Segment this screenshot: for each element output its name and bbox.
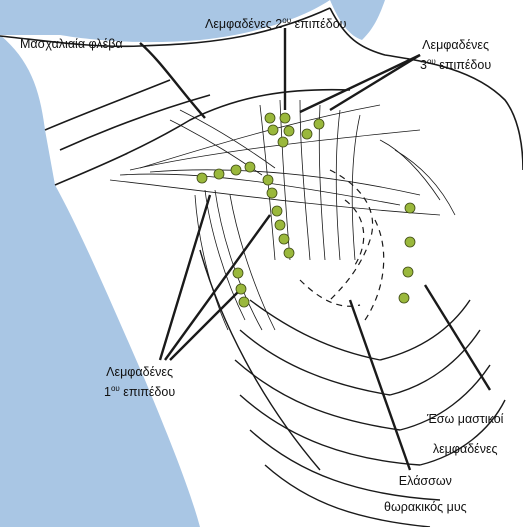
- lymph-node: [236, 284, 246, 294]
- background-left: [0, 35, 200, 527]
- label-axillary-vein: Μασχαλιαία φλέβα: [20, 34, 123, 54]
- pointer-level3-b: [330, 55, 420, 110]
- lymph-node: [279, 234, 289, 244]
- pointer-level1-c: [170, 290, 240, 360]
- label-level2-nodes: Λεμφαδένες 2ου επιπέδου: [205, 14, 346, 34]
- lymph-node: [405, 237, 415, 247]
- lymph-node: [405, 203, 415, 213]
- lymph-node: [265, 113, 275, 123]
- lymph-node: [214, 169, 224, 179]
- label-level1-nodes: Λεμφαδένες 1ου επιπέδου: [104, 362, 175, 402]
- label-internal-mammary-nodes: Έσω μαστικοί λεμφαδένες: [427, 404, 503, 464]
- lymph-node: [231, 165, 241, 175]
- pointer-level1-a: [160, 195, 210, 360]
- lymph-node: [272, 206, 282, 216]
- pectoralis-minor-outline: [300, 170, 384, 320]
- label-pectoralis-minor: Ελάσσων θωρακικός μυς: [384, 468, 467, 520]
- pointer-internal-mammary: [425, 285, 490, 390]
- lymph-node: [280, 113, 290, 123]
- lymph-node: [302, 129, 312, 139]
- lymph-node: [233, 268, 243, 278]
- lymph-node: [284, 248, 294, 258]
- lymph-node: [403, 267, 413, 277]
- lymph-node: [278, 137, 288, 147]
- pointer-pectoralis-minor: [350, 300, 410, 470]
- lymph-node: [284, 126, 294, 136]
- lymph-node: [275, 220, 285, 230]
- lymph-node: [239, 297, 249, 307]
- lymph-node: [263, 175, 273, 185]
- lymph-node: [314, 119, 324, 129]
- lymph-node: [268, 125, 278, 135]
- pointer-level3-a: [300, 55, 420, 112]
- label-level3-nodes: Λεμφαδένες 3ου επιπέδου: [420, 35, 491, 75]
- lymph-node: [197, 173, 207, 183]
- lymph-node: [399, 293, 409, 303]
- lymph-node: [267, 188, 277, 198]
- lymph-node: [245, 162, 255, 172]
